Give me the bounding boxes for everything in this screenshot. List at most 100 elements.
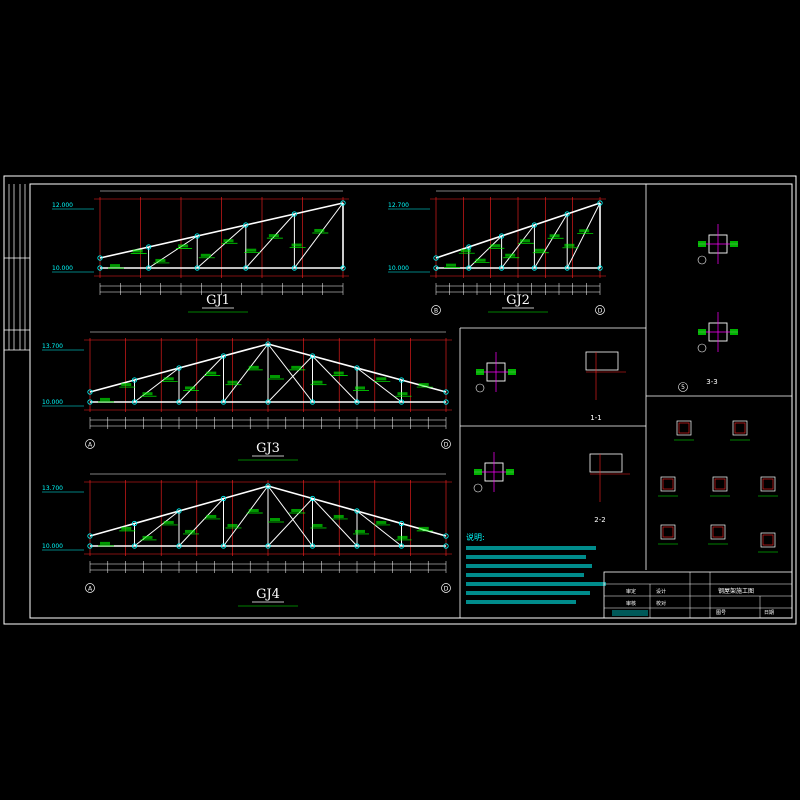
note-line [466, 564, 592, 568]
member-tag [549, 234, 560, 238]
note-line [466, 600, 576, 604]
joint-mark [340, 200, 346, 206]
member-tag [312, 380, 323, 384]
detail-bubble [678, 382, 688, 392]
joint-mark [443, 399, 449, 405]
member-tag [312, 523, 323, 527]
elevation-bottom-label: 10.000 [388, 265, 409, 272]
axis-label: A [88, 586, 93, 593]
member-tag [227, 523, 238, 527]
section-view [758, 476, 778, 497]
section-inner [712, 526, 724, 538]
member-tag [475, 258, 486, 262]
member-tag [248, 508, 259, 512]
detail-index: 5 [681, 384, 685, 391]
joint-mark [176, 365, 182, 371]
cross-section: 1-1 [585, 351, 626, 422]
section-outline [732, 420, 748, 436]
web-diagonal [267, 485, 313, 547]
member-tag [248, 365, 259, 369]
joint-mark [309, 543, 316, 549]
joint-mark [87, 389, 93, 395]
joint-mark [87, 543, 93, 549]
joint-mark [531, 265, 538, 271]
detail-joint-base [697, 312, 738, 353]
axis-bubble [441, 583, 451, 593]
elevation-top-label: 13.700 [42, 485, 63, 492]
title-block-label-5: 图号 [716, 610, 726, 616]
member-tag [142, 392, 153, 396]
web-diagonal [267, 498, 313, 547]
elevation-top-label: 12.700 [388, 202, 409, 209]
section-inner [734, 422, 746, 434]
member-tag [163, 377, 174, 381]
joint-mark [176, 399, 182, 405]
elevation-top-label: 13.700 [42, 343, 63, 350]
general-notes: 说明: [466, 532, 606, 604]
joint-mark [398, 377, 405, 383]
member-tag [333, 371, 344, 375]
web-diagonal [223, 343, 269, 403]
bolt-group [508, 369, 516, 375]
joint-mark [597, 200, 603, 206]
elevation-top-label: 12.000 [52, 202, 73, 209]
joint-mark [443, 533, 449, 539]
joint-mark [398, 543, 405, 549]
title-block: 钢屋架施工图 审定 审核 设计 校对 图号 日期 [603, 571, 793, 619]
member-tag [534, 248, 545, 252]
joint-mark [176, 508, 182, 514]
web-diagonal [178, 498, 224, 547]
joint-mark [443, 543, 449, 549]
section-view [730, 420, 750, 441]
member-tag [397, 535, 408, 539]
title-block-label-6: 日期 [764, 610, 774, 616]
joint-mark [564, 211, 570, 217]
member-tag [246, 248, 257, 252]
member-tag [121, 526, 132, 530]
section-inner [678, 422, 690, 434]
member-tag [291, 365, 302, 369]
section-outline [660, 476, 676, 492]
section-view [658, 524, 678, 545]
title-block-label-2: 审核 [626, 600, 636, 607]
joint-mark [354, 365, 360, 371]
detail-bubble [697, 343, 707, 353]
web-diagonal [356, 510, 402, 547]
title-block-label-3: 设计 [656, 588, 666, 595]
web-diagonal [178, 355, 224, 403]
section-plate [589, 453, 623, 473]
joint-mark [291, 265, 297, 271]
member-tag [564, 243, 575, 247]
member-tag [206, 371, 217, 375]
member-tag [314, 228, 325, 232]
axis-label: D [444, 586, 449, 593]
joint-mark [398, 520, 405, 527]
joint-mark [466, 244, 472, 250]
web-diagonal [293, 202, 344, 269]
member-tag [178, 244, 189, 248]
section-view [658, 476, 678, 497]
joint-mark [564, 265, 570, 271]
note-line [466, 582, 606, 586]
member-tag [418, 383, 429, 387]
member-tag [446, 263, 456, 267]
member-tag [397, 392, 408, 396]
member-tag [291, 243, 302, 247]
bolt-group [730, 241, 738, 247]
joint-mark [498, 233, 505, 239]
bolt-group [698, 329, 706, 335]
detail-joint-2 [473, 452, 514, 493]
joint-mark [443, 389, 449, 395]
joint-mark [265, 341, 271, 347]
axis-bubble [431, 305, 441, 315]
section-inner [662, 478, 674, 490]
web-diagonal [566, 202, 601, 269]
top-chord [99, 202, 344, 259]
section-inner [762, 534, 774, 546]
bolt-group [476, 369, 484, 375]
joint-mark [354, 543, 360, 549]
member-tag [291, 508, 302, 512]
elevation-bottom-label: 10.000 [52, 265, 73, 272]
